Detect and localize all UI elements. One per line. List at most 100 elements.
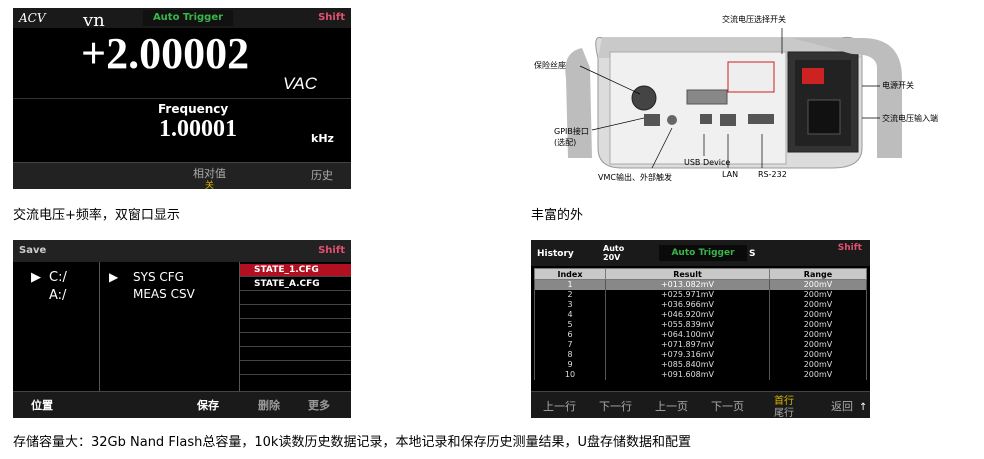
label-gpib: GPIB接口 (选配)	[554, 127, 589, 147]
label-vmc: VMC输出、外部触发	[598, 173, 672, 182]
frequency-unit: kHz	[311, 132, 334, 145]
caption-storage: 存储容量大：32Gb Nand Flash总容量，10k读数历史数据记录，本地记…	[13, 435, 691, 450]
main-unit: VAC	[283, 74, 318, 93]
trigger-status: Auto Trigger	[143, 10, 233, 26]
history-title: History	[537, 249, 574, 259]
config-slot-empty[interactable]	[240, 362, 351, 375]
index-cell: 7	[534, 340, 606, 350]
softkey-bar: 位置 保存 删除 更多	[13, 391, 351, 418]
result-cell: +091.608mV	[605, 370, 770, 380]
result-cell: +071.897mV	[605, 340, 770, 350]
index-cell: 8	[534, 350, 606, 360]
result-cell: +079.316mV	[605, 350, 770, 360]
shift-indicator: Shift	[318, 12, 345, 23]
acv-display-panel: ACV vn Auto Trigger Shift +2.00002 VAC F…	[13, 8, 351, 189]
range-cell: 200mV	[769, 360, 867, 370]
drive-item-a[interactable]: A:/	[49, 288, 67, 303]
file-item-sys-cfg[interactable]: SYS CFG	[133, 270, 184, 284]
softkey-next-row[interactable]: 下一行	[599, 400, 632, 413]
softkey-prev-page[interactable]: 上一页	[655, 400, 688, 413]
result-cell: +013.082mV	[605, 279, 770, 290]
softkey-location[interactable]: 位置	[31, 399, 53, 412]
softkey-last-row[interactable]: 尾行	[774, 408, 794, 418]
result-cell: +085.840mV	[605, 360, 770, 370]
index-cell: 1	[534, 279, 606, 290]
label-rs232: RS-232	[758, 170, 787, 179]
drive-list: ▶ C:/ A:/	[13, 262, 100, 392]
softkey-bar: 上一行 下一行 上一页 下一页 首行 尾行 返回 ↑	[531, 391, 870, 418]
result-cell: +064.100mV	[605, 330, 770, 340]
config-item-state-1[interactable]: STATE_1.CFG	[240, 264, 351, 277]
range-cell: 200mV	[769, 370, 867, 380]
file-item-meas-csv[interactable]: MEAS CSV	[133, 287, 195, 301]
range-cell: 200mV	[769, 320, 867, 330]
label-fuse: 保险丝座	[534, 61, 566, 70]
caption-dual-display: 交流电压+频率，双窗口显示	[13, 208, 180, 223]
label-lan: LAN	[722, 170, 739, 179]
auto-label: Auto	[603, 244, 625, 253]
softkey-more[interactable]: 更多	[308, 399, 330, 412]
label-usb: USB Device	[684, 158, 731, 167]
label-voltage-switch: 交流电压选择开关	[722, 15, 786, 24]
softkey-first-row[interactable]: 首行	[774, 396, 794, 407]
index-cell: 5	[534, 320, 606, 330]
range-cell: 200mV	[769, 340, 867, 350]
softkey-save[interactable]: 保存	[197, 399, 219, 412]
col-range: Range	[769, 268, 867, 280]
save-header	[13, 240, 351, 262]
softkey-history[interactable]: 历史	[311, 169, 333, 182]
caption-rear-panel: 丰富的外	[531, 208, 584, 223]
result-cell: +046.920mV	[605, 310, 770, 320]
range-cell: 200mV	[769, 279, 867, 290]
index-cell: 9	[534, 360, 606, 370]
range-cell: 200mV	[769, 350, 867, 360]
label-ac-input: 交流电压输入端	[882, 114, 938, 123]
config-slot-empty[interactable]	[240, 292, 351, 305]
range-cell: 200mV	[769, 290, 867, 300]
result-cell: +055.839mV	[605, 320, 770, 330]
softkey-next-page[interactable]: 下一页	[711, 400, 744, 413]
config-slot-empty[interactable]	[240, 348, 351, 361]
back-arrow-icon: ↑	[859, 402, 868, 413]
frequency-reading: 1.00001	[159, 116, 237, 142]
selected-arrow-icon: ▶	[31, 270, 41, 285]
rear-panel-illustration	[565, 28, 902, 169]
index-cell: 6	[534, 330, 606, 340]
shift-indicator: Shift	[318, 245, 345, 256]
softkey-prev-row[interactable]: 上一行	[543, 400, 576, 413]
softkey-bar: 相对值 关 历史	[13, 162, 351, 189]
col-result: Result	[605, 268, 770, 280]
config-slot-empty[interactable]	[240, 306, 351, 319]
frequency-label: Frequency	[158, 102, 229, 116]
softkey-back[interactable]: 返回	[831, 400, 853, 413]
softkey-delete[interactable]: 删除	[258, 399, 280, 412]
index-cell: 3	[534, 300, 606, 310]
result-cell: +036.966mV	[605, 300, 770, 310]
result-cell: +025.971mV	[605, 290, 770, 300]
file-type-list: ▶ SYS CFG MEAS CSV	[99, 262, 240, 392]
config-slot-empty[interactable]	[240, 334, 351, 347]
config-slot-empty[interactable]	[240, 320, 351, 333]
mode-label: ACV	[19, 11, 46, 25]
index-cell: 10	[534, 370, 606, 380]
softkey-relative[interactable]: 相对值	[193, 167, 226, 180]
range-cell: 200mV	[769, 330, 867, 340]
save-title: Save	[19, 245, 47, 256]
drive-item-c[interactable]: C:/	[49, 270, 67, 285]
s-indicator: S	[749, 249, 756, 259]
label-power-switch: 电源开关	[882, 81, 914, 90]
config-item-state-a[interactable]: STATE_A.CFG	[240, 278, 351, 291]
